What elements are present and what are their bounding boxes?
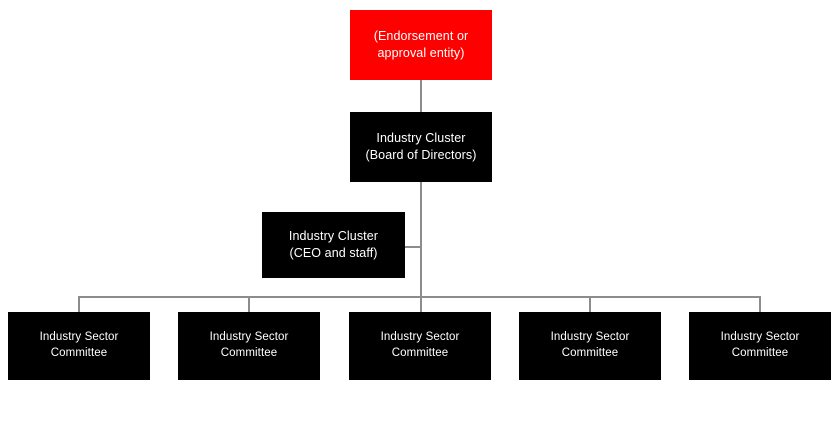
node-endorsement-line-2: approval entity) — [377, 46, 465, 60]
node-industry-sector-committee-2[interactable]: Industry Sector Committee — [178, 312, 320, 380]
node-sector-2-line-2: Committee — [220, 347, 278, 359]
node-industry-sector-committee-1[interactable]: Industry Sector Committee — [8, 312, 150, 380]
node-sector-4-line-2: Committee — [561, 347, 619, 359]
node-sector-1-line-2: Committee — [50, 347, 108, 359]
node-industry-sector-committee-5[interactable]: Industry Sector Committee — [689, 312, 831, 380]
node-sector-4-line-1: Industry Sector — [550, 331, 630, 344]
node-sector-3-line-2: Committee — [391, 347, 449, 359]
node-sector-5-line-1: Industry Sector — [720, 331, 800, 344]
node-board-line-2: (Board of Directors) — [365, 148, 477, 162]
connector-drop-sector-4 — [589, 296, 591, 312]
connector-endorsement-to-board — [420, 80, 422, 112]
node-endorsement-entity[interactable]: (Endorsement or approval entity) — [350, 10, 492, 80]
node-industry-cluster-ceo[interactable]: Industry Cluster (CEO and staff) — [262, 212, 405, 278]
connector-ceo-to-spine — [404, 246, 421, 248]
node-board-line-1: Industry Cluster — [376, 131, 466, 146]
node-industry-sector-committee-3[interactable]: Industry Sector Committee — [349, 312, 491, 380]
node-industry-cluster-board[interactable]: Industry Cluster (Board of Directors) — [350, 112, 492, 182]
connector-board-spine — [420, 182, 422, 312]
node-sector-2-line-1: Industry Sector — [209, 331, 289, 344]
connector-drop-sector-5 — [759, 296, 761, 312]
node-ceo-line-1: Industry Cluster — [288, 229, 379, 244]
node-industry-sector-committee-4[interactable]: Industry Sector Committee — [519, 312, 661, 380]
connector-drop-sector-1 — [78, 296, 80, 312]
node-sector-1-line-1: Industry Sector — [39, 331, 119, 344]
node-sector-5-line-2: Committee — [731, 347, 789, 359]
connector-drop-sector-2 — [248, 296, 250, 312]
node-endorsement-line-1: (Endorsement or — [373, 29, 469, 44]
connector-sector-bus — [79, 296, 761, 298]
node-ceo-line-2: (CEO and staff) — [289, 246, 378, 260]
node-sector-3-line-1: Industry Sector — [380, 331, 460, 344]
